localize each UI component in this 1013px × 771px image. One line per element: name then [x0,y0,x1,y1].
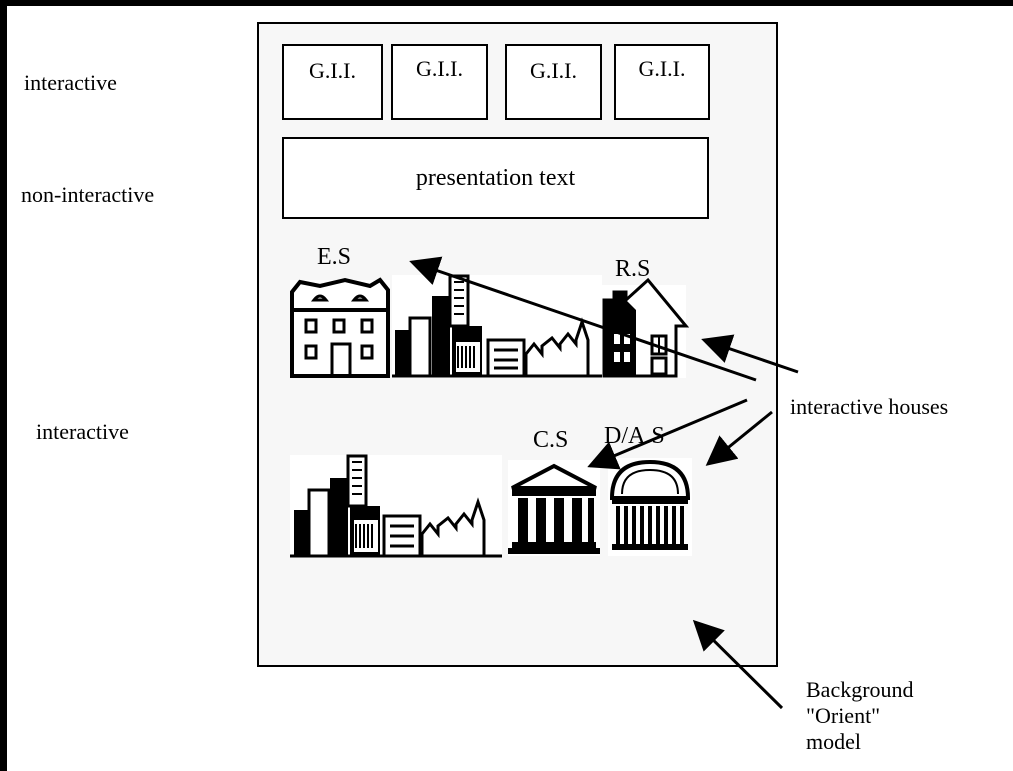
arrow-to-das [705,410,773,466]
label-interactive-houses: interactive houses [790,394,949,419]
rs-house-icon[interactable] [602,277,690,378]
arrow-to-cs [587,398,748,470]
arrow-to-es [409,256,757,382]
city-skyline-icon-bottom [290,454,502,558]
gii-button-4[interactable]: G.I.I. [614,44,710,120]
es-building-icon[interactable] [290,277,390,378]
label-interactive-top: interactive [24,70,117,95]
presentation-text: presentation text [415,164,576,191]
arrow-to-background [692,619,784,710]
gii-button-2[interactable]: G.I.I. [391,44,488,120]
annotation-arrows [409,256,799,710]
city-skyline-icon-top [392,274,602,378]
das-domed-building-icon[interactable] [608,458,692,556]
cs-courthouse-icon[interactable] [508,460,600,556]
es-label: E.S [317,244,352,270]
gii-button-3[interactable]: G.I.I. [505,44,602,120]
label-background-line-1: Background [806,677,914,702]
cs-label: C.S [533,427,569,453]
rs-label: R.S [615,256,651,282]
label-background-line-3: model [806,729,861,754]
arrow-to-rs [701,334,799,374]
frame-top-border [0,0,1013,6]
label-non-interactive: non-interactive [21,182,155,207]
label-interactive-middle: interactive [36,419,129,444]
gii-button-1[interactable]: G.I.I. [282,44,383,120]
label-background-line-2: "Orient" [806,703,881,728]
frame-left-border [0,0,7,771]
presentation-text-box: presentation text [282,137,709,219]
